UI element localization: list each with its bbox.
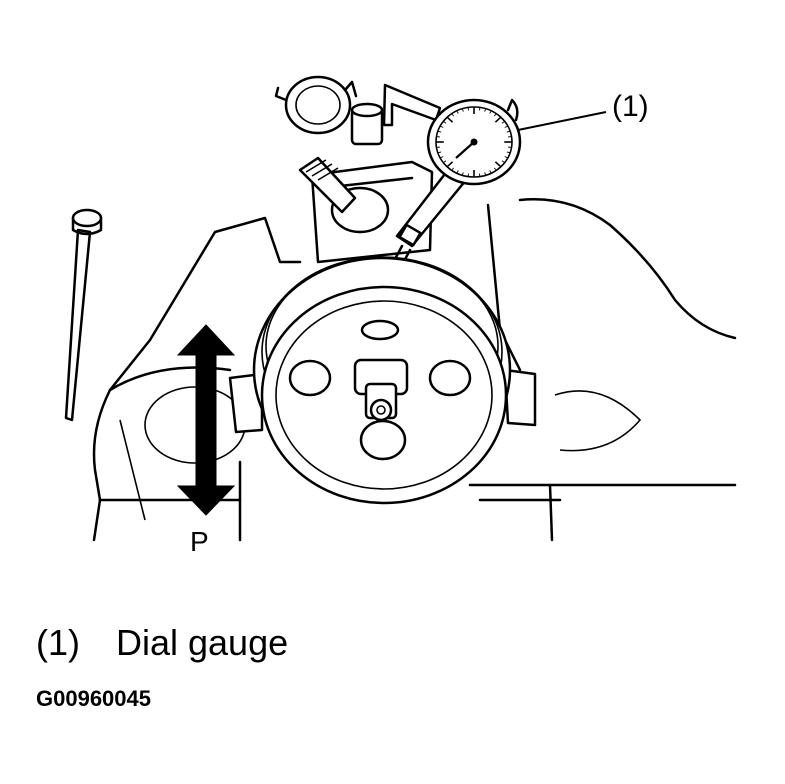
dial-tick — [493, 167, 497, 171]
dial-tick — [461, 108, 464, 112]
dial-tick — [478, 107, 481, 111]
arrow-label: P — [190, 526, 209, 557]
dial-tick — [446, 161, 454, 168]
dial-tick — [494, 161, 502, 168]
dial-tick — [446, 116, 454, 123]
gauge-stem — [384, 168, 468, 282]
dial-tick — [451, 113, 455, 117]
dial-tick — [501, 160, 505, 163]
dial-tick — [461, 172, 464, 176]
dial-tick — [506, 151, 511, 154]
dial-tick — [489, 170, 492, 174]
dial-tick — [440, 125, 444, 128]
dial-tick — [506, 130, 511, 133]
dial-tick — [451, 167, 455, 171]
dial-tick — [467, 107, 470, 111]
figure-id: G00960045 — [36, 686, 151, 711]
hub-nut — [353, 358, 409, 422]
dial-tick — [437, 130, 442, 133]
legend-number: (1) — [36, 622, 80, 663]
legend-item: (1) Dial gauge — [36, 622, 288, 664]
dial-tick — [489, 110, 492, 114]
dial-tick — [493, 113, 497, 117]
dial-tick — [467, 173, 470, 177]
direction-arrow — [176, 324, 236, 516]
dial-tick — [456, 170, 459, 174]
dial-tick — [501, 121, 505, 124]
dial-tick — [504, 156, 508, 159]
legend-text: Dial gauge — [116, 622, 289, 663]
dial-gauge-pulley-illustration — [64, 75, 737, 542]
bracket-blocks — [228, 368, 537, 434]
dial-tick — [443, 121, 447, 124]
dial-tick — [443, 160, 447, 163]
dial-tick — [478, 173, 481, 177]
callout-leader — [517, 111, 607, 131]
gauge-stand — [382, 83, 442, 127]
dial-tick — [494, 116, 502, 123]
dial-gauge — [426, 98, 522, 186]
dial-tick — [440, 156, 444, 159]
dial-tick — [456, 110, 459, 114]
dial-tick — [437, 151, 442, 154]
dial-tick — [504, 125, 508, 128]
dial-tick — [484, 172, 487, 176]
dial-ticks — [436, 107, 512, 177]
callout-number: (1) — [612, 90, 649, 123]
dial-tick — [484, 108, 487, 112]
bolt — [64, 208, 103, 422]
adjust-knob — [274, 75, 358, 135]
